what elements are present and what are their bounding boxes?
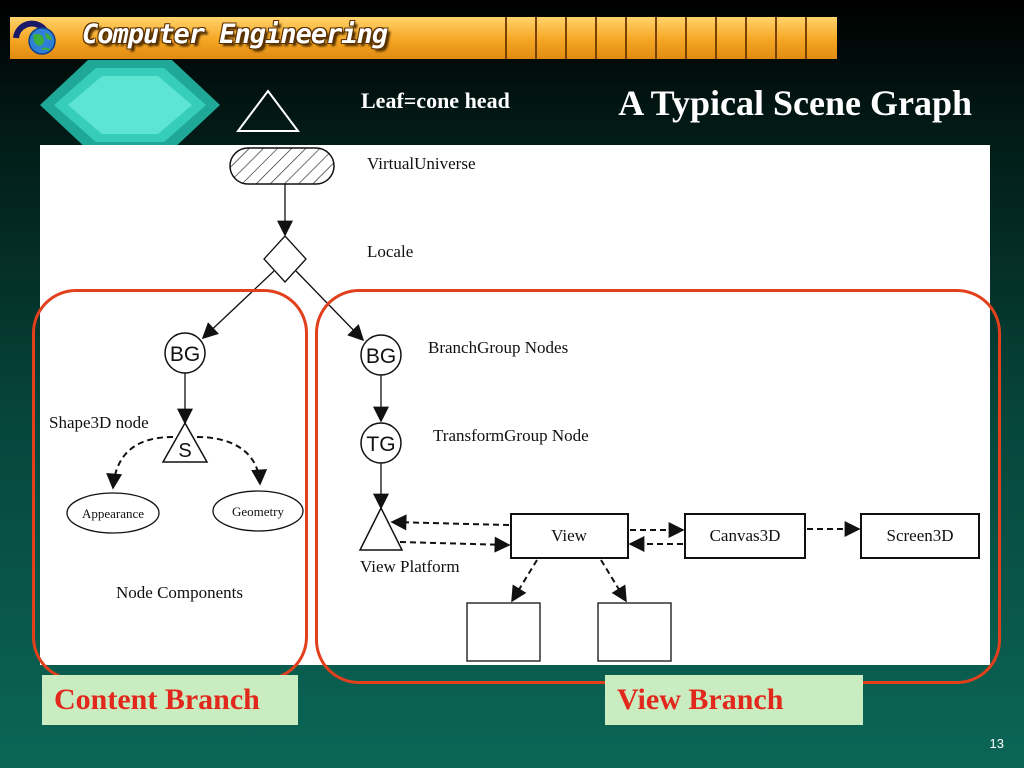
cone-head-triangle-icon [236,89,300,132]
view-text: View [551,526,588,545]
canvas3d-node [684,513,806,559]
virtual-universe-label: VirtualUniverse [367,154,476,173]
banner-divider [535,17,537,59]
banner-divider [595,17,597,59]
bg-left-text: BG [170,343,200,366]
geometry-node [212,490,304,532]
banner-divider [625,17,627,59]
shape3d-node [161,421,209,463]
node-components-label: Node Components [116,583,244,602]
banner-divider [715,17,717,59]
shape3d-node-label: Shape3D node [49,413,149,432]
edge-view-to-sub-right [600,559,627,603]
view-component-box [597,602,672,662]
screen3d-node [860,513,980,559]
screen3d-text: Screen3D [886,526,953,545]
page-title: A Typical Scene Graph [618,83,972,123]
banner-divider [685,17,687,59]
header-banner [10,17,837,59]
geometry-text: Geometry [232,504,284,519]
view-branch-outline [315,289,1001,684]
edge-shape-geometry [196,436,268,486]
banner-divider [655,17,657,59]
edge-shape-appearance [106,436,174,490]
appearance-node [66,492,160,534]
view-node [510,513,629,559]
scene-graph-svg: BG S Appearance Geometry BG TG View Canv… [66,147,980,662]
banner-divider [505,17,507,59]
edge-view-to-sub-left [511,559,538,603]
locale-label: Locale [367,242,414,261]
banner-title: Computer Engineering [82,19,388,50]
edge-platform-to-view [399,536,511,553]
view-branch-label: View Branch [605,675,863,725]
appearance-text: Appearance [82,506,144,521]
edge-locale-bg-left [201,270,275,340]
content-branch-label: Content Branch [42,675,298,725]
view-platform-label: View Platform [360,557,460,576]
transformgroup-node-label: TransformGroup Node [433,426,589,445]
shape-node-text: S [178,440,191,462]
banner-divider [805,17,807,59]
leaf-note: Leaf=cone head [361,88,510,113]
branchgroup-nodes-label: BranchGroup Nodes [428,338,569,357]
page-number: 13 [989,736,1004,751]
locale-node [263,235,307,283]
tg-text: TG [366,433,395,456]
banner-divider [745,17,747,59]
banner-divider [565,17,567,59]
globe-logo-icon [13,20,56,55]
banner-divider [775,17,777,59]
virtual-universe-node [229,147,335,185]
decorative-diamond [40,60,220,150]
content-branch-outline [32,289,308,681]
bg-right-text: BG [366,345,396,368]
view-component-box [466,602,541,662]
scene-graph-diagram: BG S Appearance Geometry BG TG View Canv… [40,145,990,665]
canvas3d-text: Canvas3D [710,526,781,545]
